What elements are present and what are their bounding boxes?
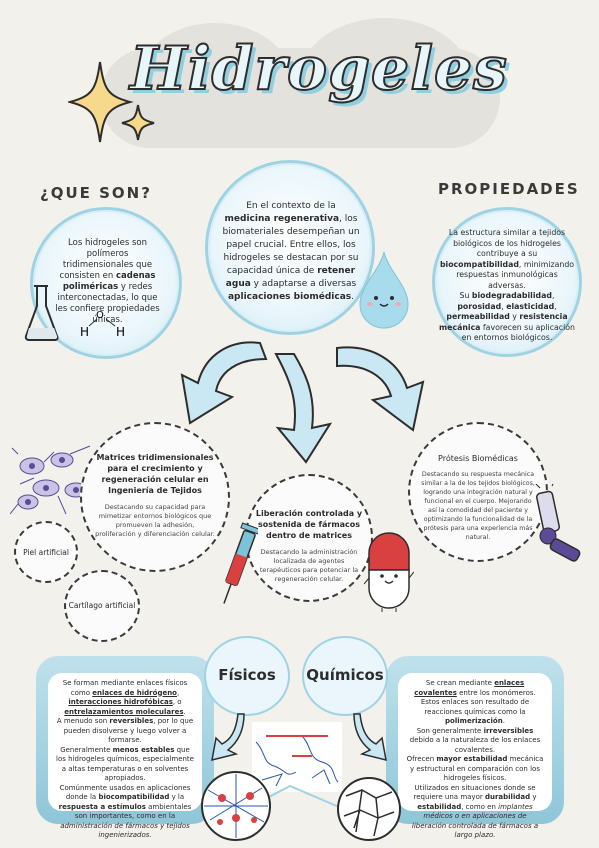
fisicos-label: Físicos [218, 666, 276, 684]
cartilago-label: Cartílago artificial [68, 601, 136, 610]
protesis-text: Destacando su respuesta mecánica similar… [421, 471, 535, 541]
liberacion-text: Destacando la administración localizada … [259, 548, 359, 583]
quimicos-text: Se crean mediante enlaces covalentes ent… [398, 673, 552, 839]
title-cloud [100, 18, 500, 158]
quimicos-label-circle [302, 636, 388, 716]
matrices-title: Matrices tridimensionales para el crecim… [96, 453, 214, 495]
que-son-heading: ¿QUE SON? [40, 184, 152, 202]
propiedades-circle [432, 207, 582, 357]
arrow-right-icon [336, 346, 425, 432]
cartilago-circle [64, 570, 140, 642]
propiedades-heading: PROPIEDADES [438, 180, 580, 198]
chemical-gel-icon [337, 777, 401, 841]
water-molecule-icon: O H H [80, 310, 125, 338]
pill-icon [364, 532, 414, 612]
matrices-circle [80, 422, 230, 572]
svg-text:O: O [96, 310, 104, 321]
svg-text:H: H [116, 325, 125, 338]
arrow-left-icon [180, 341, 268, 425]
quimicos-label: Químicos [306, 666, 384, 684]
piel-circle [14, 521, 78, 583]
water-drop-icon [359, 251, 409, 329]
arrow-fisicos-icon [211, 713, 245, 762]
matrices-text: Destacando su capacidad para mimetizar e… [95, 503, 215, 538]
protesis-title: Prótesis Biomédicas [438, 454, 518, 463]
liberacion-title: Liberación controlada y sostenida de fár… [255, 509, 363, 540]
piel-label: Piel artificial [23, 548, 69, 557]
physical-gel-icon [201, 771, 271, 841]
propiedades-text: La estructura similar a tejidos biológic… [439, 228, 575, 342]
protesis-circle [408, 422, 548, 562]
star-icon [68, 61, 155, 143]
fisicos-text: Se forman mediante enlaces físicos como … [48, 673, 202, 839]
page-title: Hidrogeles [129, 33, 508, 105]
syringe-icon [223, 522, 258, 604]
prosthetic-arm-icon [535, 484, 581, 562]
network-diagram [252, 722, 342, 792]
arrow-center-icon [274, 353, 333, 464]
arrow-quimicos-icon [353, 713, 387, 762]
intro-circle [205, 160, 375, 335]
svg-text:H: H [80, 325, 89, 338]
flask-icon [24, 285, 59, 341]
fisicos-label-circle [204, 636, 290, 716]
intro-text: En el contexto de la medicina regenerati… [222, 201, 360, 302]
